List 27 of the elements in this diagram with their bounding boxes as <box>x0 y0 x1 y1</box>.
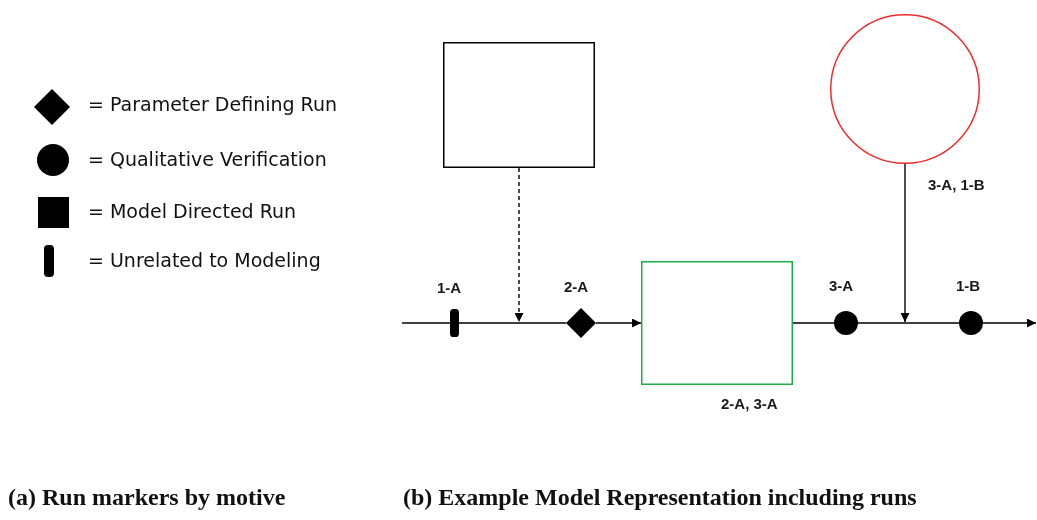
run-label: 3-A <box>829 277 854 294</box>
panel-caption: (b) Example Model Representation including runs <box>403 484 917 511</box>
arrow <box>982 318 1037 328</box>
diamond-marker <box>566 308 596 338</box>
connector-line <box>857 322 960 324</box>
dashed-arrow <box>514 167 524 323</box>
empty-circle <box>830 14 980 164</box>
legend-text: = Parameter Defining Run <box>88 93 338 115</box>
panel-caption: (a) Run markers by motive <box>8 484 286 511</box>
arrow <box>900 163 910 323</box>
run-label: 1-A <box>437 279 462 296</box>
bar-marker <box>450 309 459 337</box>
connector-line <box>401 322 451 324</box>
circle-marker <box>959 311 983 335</box>
empty-box <box>443 42 595 168</box>
connector-line <box>458 322 567 324</box>
run-label: 2-A <box>564 278 589 295</box>
circle-marker <box>834 311 858 335</box>
run-label: 3-A, 1-B <box>928 176 985 193</box>
arrow <box>595 318 642 328</box>
legend-text: = Model Directed Run <box>88 200 297 222</box>
connector-line <box>792 322 835 324</box>
run-label: 2-A, 3-A <box>721 395 778 412</box>
legend-text: = Unrelated to Modeling <box>88 249 321 271</box>
empty-box <box>641 261 793 385</box>
run-label: 1-B <box>956 277 981 294</box>
legend-text: = Qualitative Verification <box>88 148 327 170</box>
